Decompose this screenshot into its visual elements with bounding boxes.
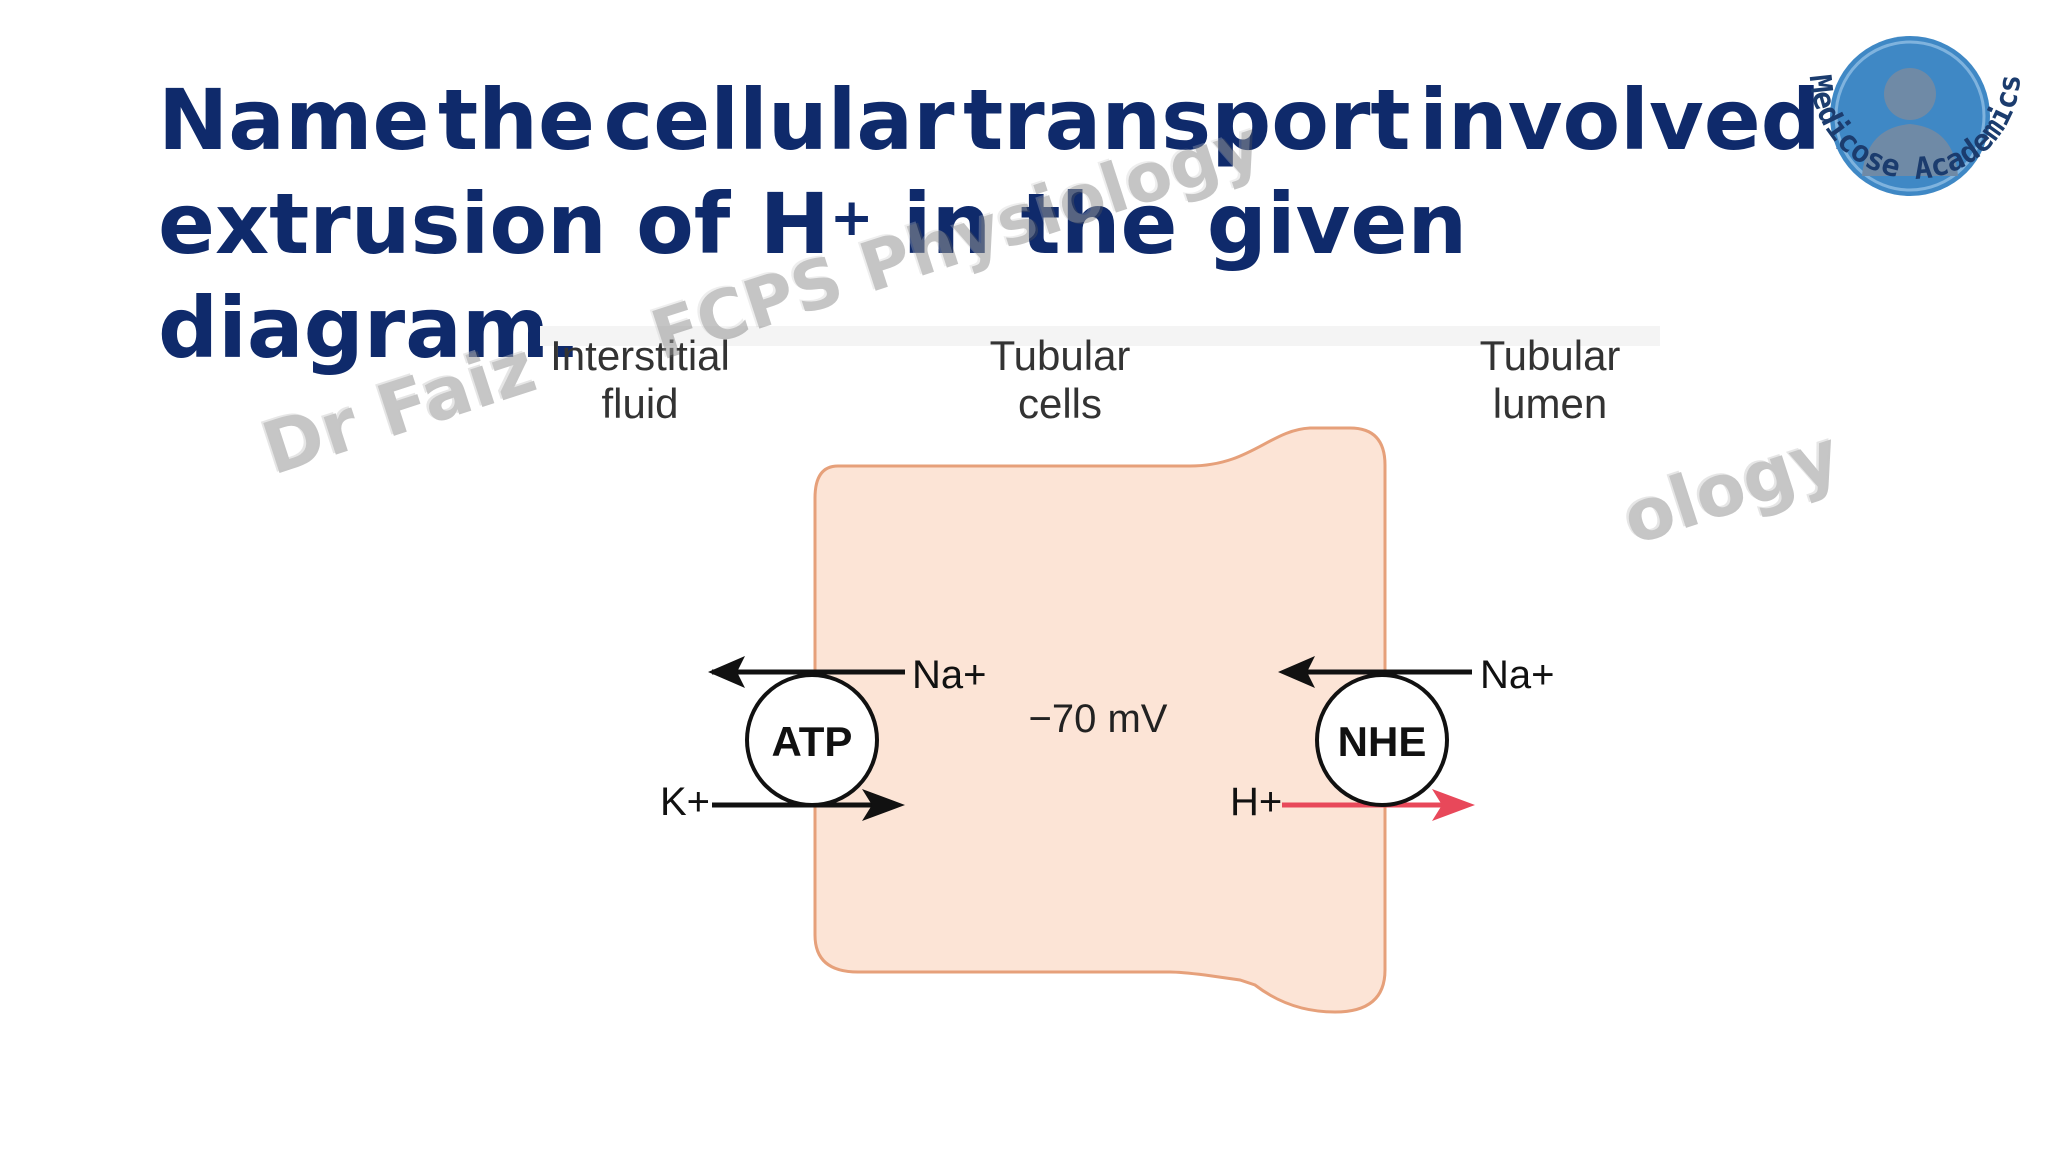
medicose-academics-logo: Medicose Academics [1802,36,2028,196]
na-influx-arrowhead [1278,656,1315,688]
h-efflux-arrowhead [1432,789,1475,821]
header-band [540,326,1660,346]
header-cells-line2: cells [1018,380,1102,427]
atp-k-label: K+ [660,780,710,824]
tubular-cell [813,426,1387,1014]
nhe-h-label: H+ [1230,780,1282,824]
header-lumen-line1: Tubular [1480,332,1621,379]
header-interstitial-line2: fluid [601,380,678,427]
k-influx-arrowhead [862,789,905,821]
nhe-label: NHE [1338,718,1427,765]
question-title: Name the cellular transport involved in … [158,68,1918,380]
word: Name [158,71,430,169]
word: transport [963,71,1411,169]
na-efflux-arrowhead [708,656,745,688]
nhe-na-label: Na+ [1480,653,1555,697]
atp-na-label: Na+ [912,653,987,697]
header-cells-line1: Tubular [990,332,1131,379]
membrane-potential-label: −70 mV [1029,697,1168,741]
nhe-exchanger [1315,673,1449,807]
header-interstitial-line1: Interstitial [550,332,730,379]
doctor-icon [1862,68,1958,176]
header-lumen-line2: lumen [1493,380,1607,427]
question-line-2: extrusion of H+ in the given diagram. [158,175,1468,377]
word: involved [1419,71,1821,169]
atp-pump [745,673,879,807]
word: cellular [603,71,955,169]
word: the [438,71,595,169]
atp-pump-label: ATP [772,718,853,765]
